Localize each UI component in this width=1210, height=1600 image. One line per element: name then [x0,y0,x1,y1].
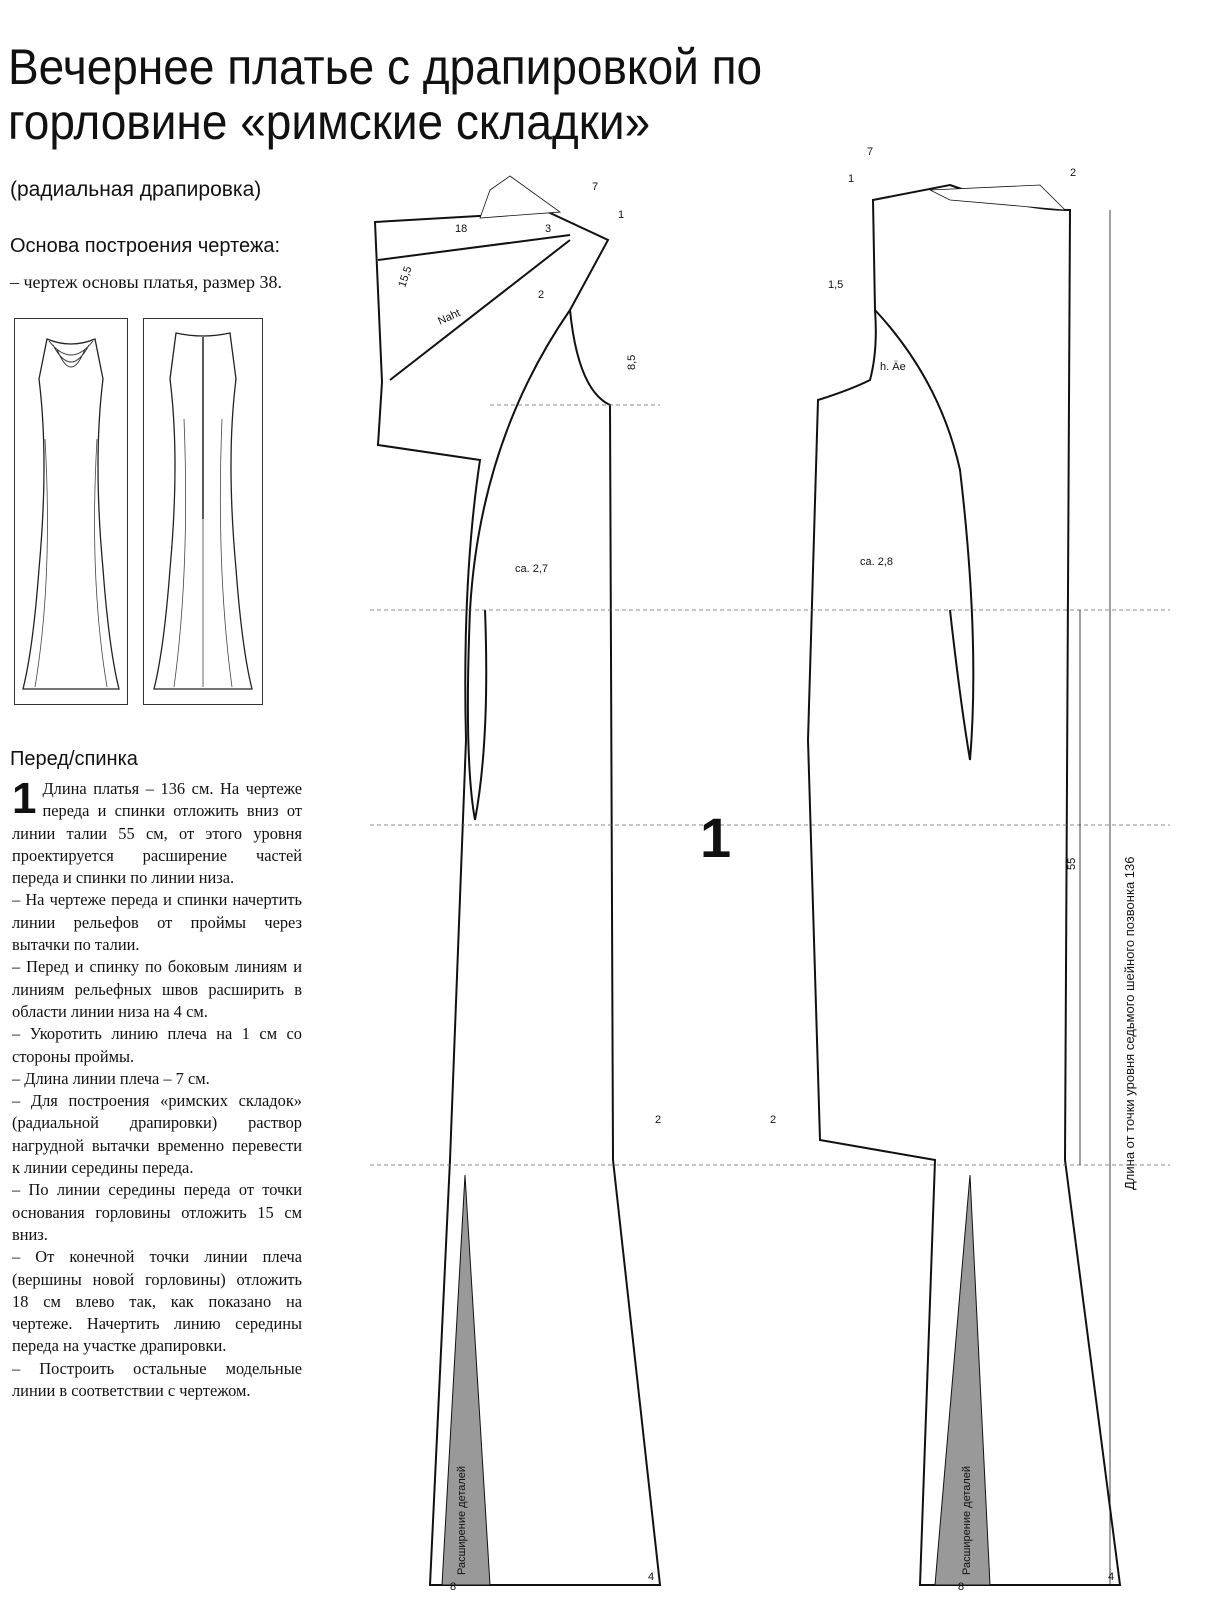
label-2: 2 [538,289,544,301]
label-15-5: 15,5 [396,265,414,289]
label-flare: Расширение деталей [456,1466,468,1575]
label-8: 8 [450,1581,456,1593]
label-ca-2-8: ca. 2,8 [860,556,893,568]
label-3: 3 [545,223,551,235]
instructions-text: 1 Длина платья – 136 см. На чертеже пере… [12,774,302,1402]
label-2: 2 [655,1114,661,1126]
label-7: 7 [867,146,873,158]
label-naht: Naht [436,307,462,328]
front-dress-sketch [22,338,120,690]
label-8-5: 8,5 [626,355,638,370]
label-1: 1 [618,209,624,221]
step-number: 1 [12,774,37,823]
label-1: 1 [848,173,854,185]
paragraph: – Для построения «римских складок» (ради… [12,1091,302,1178]
label-4: 4 [648,1571,654,1583]
label-7: 7 [592,181,598,193]
label-4: 4 [1108,1571,1114,1583]
figure-number: 1 [700,806,732,869]
paragraph: – Укоротить линию плеча на 1 см со сторо… [12,1024,302,1066]
front-view-thumbnail [14,318,128,705]
page-subtitle: (радиальная драпировка) [10,178,262,201]
back-neck-hatch [928,184,1067,211]
label-1-5: 1,5 [828,279,843,291]
back-dress-sketch [153,332,253,690]
back-flare-inset [934,1174,991,1586]
basis-item: – чертеж основы платья, размер 38. [10,272,282,292]
back-princess-seam [874,309,975,761]
front-neck-hatch [479,175,562,219]
pattern-drawing: 7 1 18 3 15,5 Naht 2 8,5 ca. 2,7 2 7 1 2… [370,146,1170,1593]
paragraph: Длина платья – 136 см. На чертеже переда… [12,779,302,888]
label-2: 2 [1070,167,1076,179]
label-flare: Расширение деталей [961,1466,973,1575]
front-drape-line [377,234,571,381]
label-h-ae: h. Äe [880,361,906,373]
basis-heading: Основа построения чертежа: [10,235,281,257]
paragraph: – Длина линии плеча – 7 см. [12,1068,210,1088]
label-ca-2-7: ca. 2,7 [515,563,548,575]
label-8: 8 [958,1581,964,1593]
label-2: 2 [770,1114,776,1126]
paragraph: – Перед и спинку по боковым линиям и лин… [12,957,302,1021]
page-title: Вечернее платье с драпировкой по горлови… [8,39,763,150]
paragraph: – От конечной точки линии плеча (вершины… [12,1247,302,1356]
label-55: 55 [1066,858,1078,870]
paragraph: – На чертеже переда и спинки начертить л… [12,890,302,955]
label-18: 18 [455,223,467,235]
section-heading: Перед/спинка [10,748,138,770]
front-flare-inset [441,1174,491,1586]
back-view-thumbnail [143,318,263,705]
front-princess-seam [466,309,571,821]
side-dimension-label: Длина от точки уровня седьмого шейного п… [1122,856,1137,1190]
paragraph: – По линии середины переда от точки осно… [12,1180,302,1244]
front-outline [373,210,662,1586]
paragraph: – Построить остальные модельные линии в … [12,1358,302,1401]
